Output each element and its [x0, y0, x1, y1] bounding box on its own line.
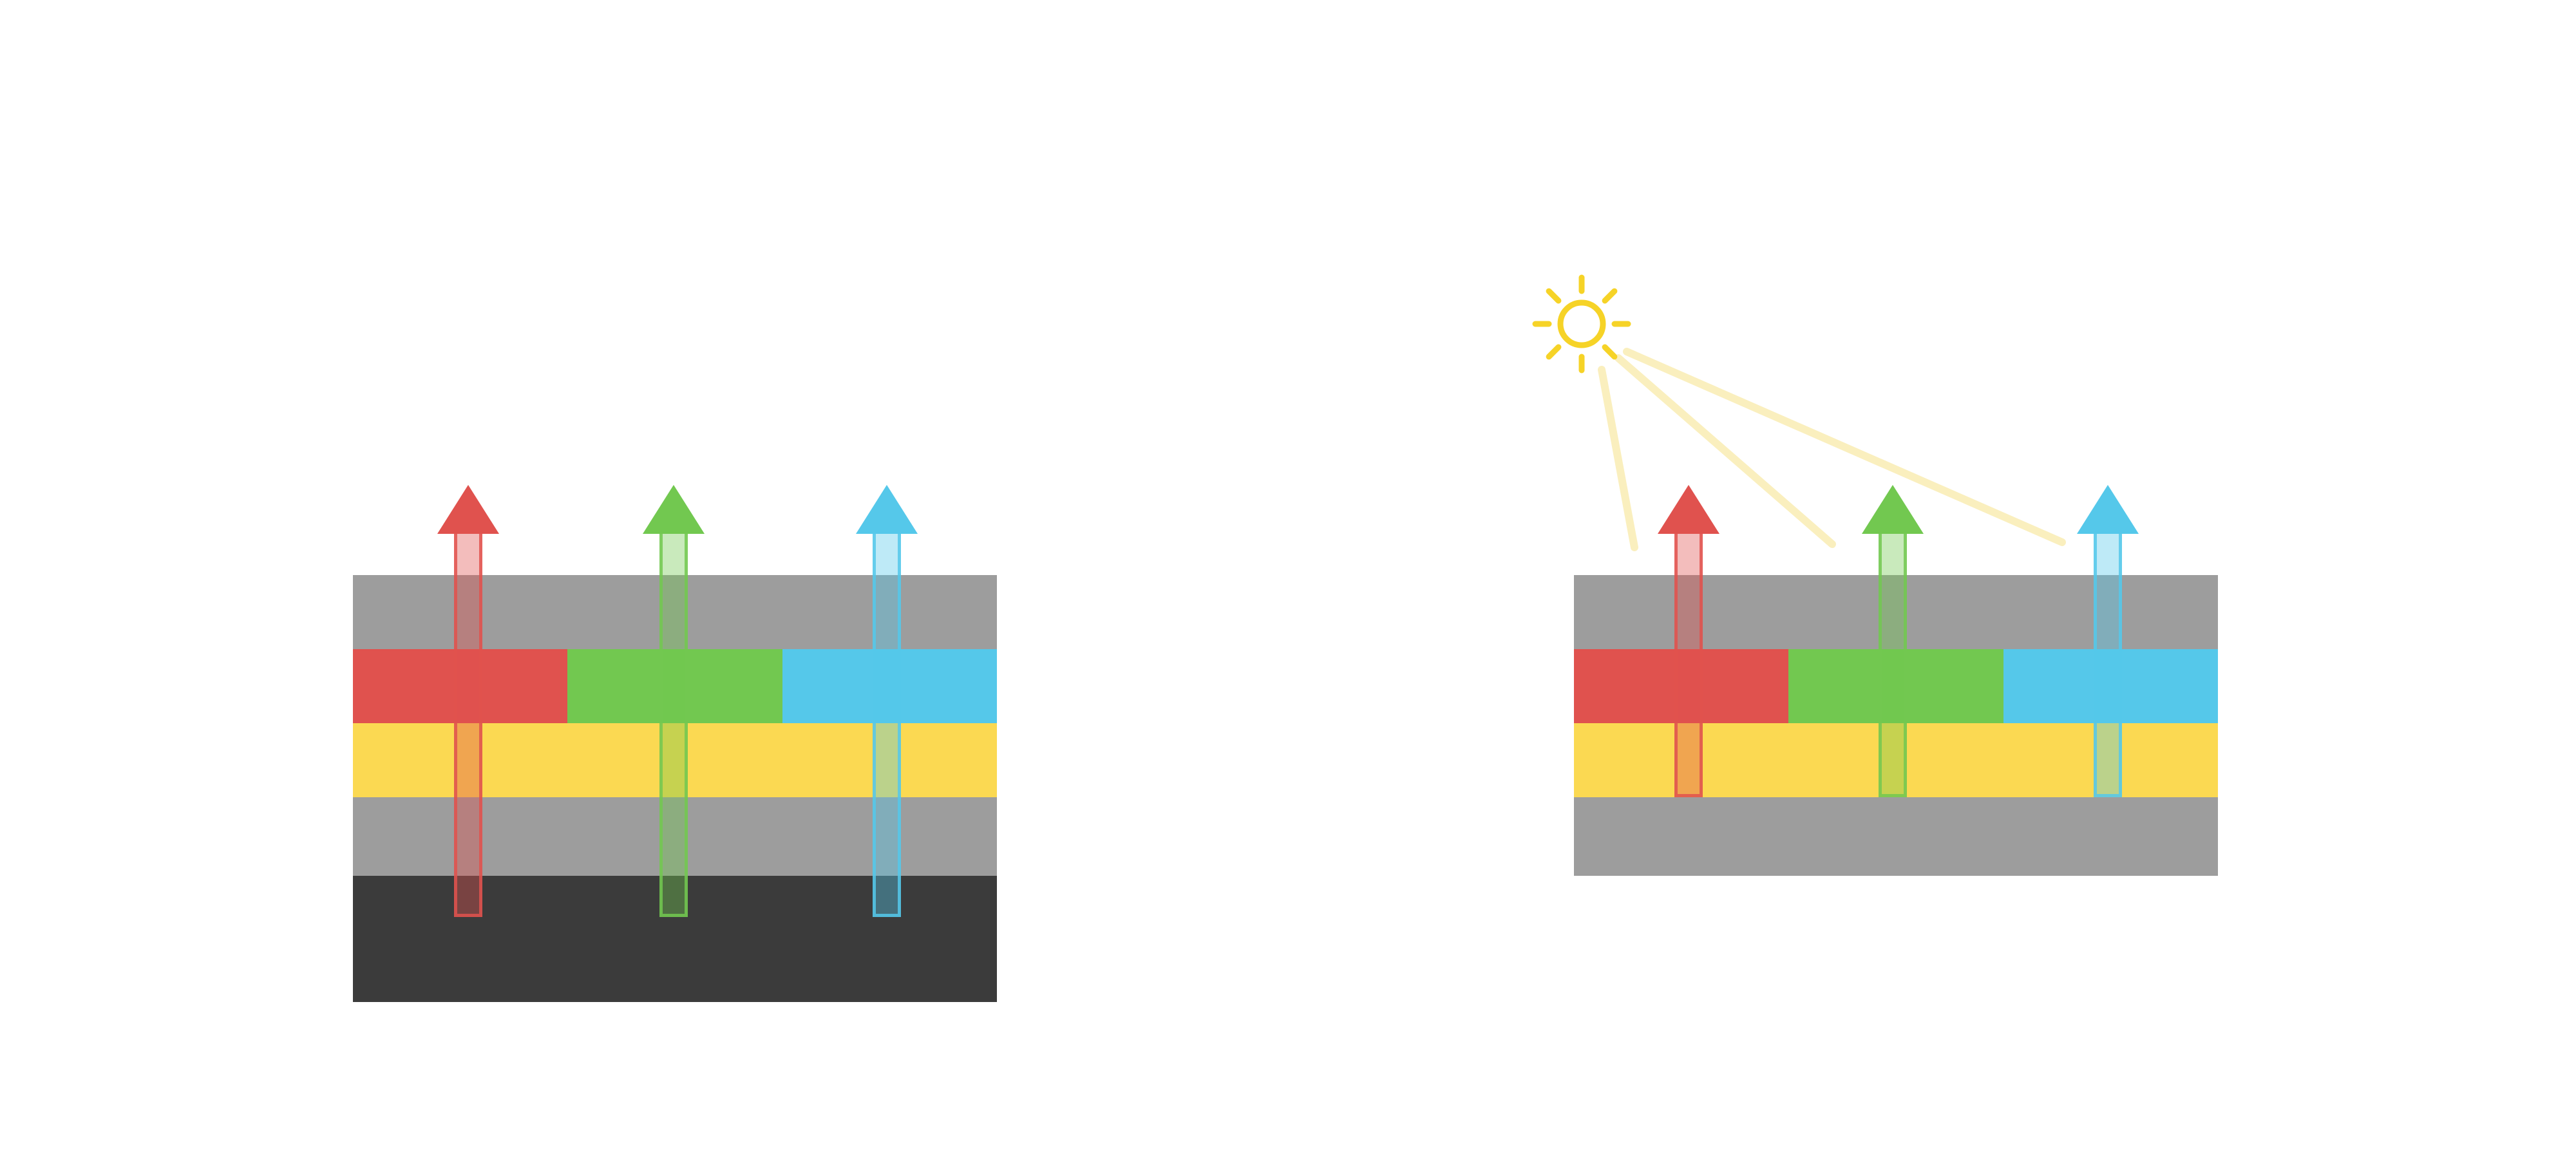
right-red-light-arrow-shaft [1674, 530, 1703, 797]
sun-disc [1557, 299, 1606, 348]
sun-icon [1532, 274, 1631, 374]
left-color-subpixel-layer-green-segment [567, 649, 782, 723]
left-green-light-arrow-head [643, 485, 705, 534]
right-green-light-arrow-shaft [1879, 530, 1907, 797]
right-substrate-layer [1574, 797, 2218, 876]
right-color-subpixel-layer-red-segment [1574, 649, 1788, 723]
left-red-light-arrow-head [437, 485, 499, 534]
left-light-layer [353, 723, 997, 797]
left-green-light-arrow-shaft [659, 530, 688, 917]
left-cyan-light-arrow-head [856, 485, 918, 534]
left-red-light-arrow-shaft [454, 530, 482, 917]
right-cyan-light-arrow-head [2077, 485, 2139, 534]
sun-ray [1602, 288, 1618, 304]
sun-ray [1546, 344, 1562, 360]
left-front-glass-layer [353, 575, 997, 649]
sunlight-beam [1598, 366, 1638, 551]
right-red-light-arrow-head [1658, 485, 1719, 534]
right-green-light-arrow-head [1862, 485, 1924, 534]
left-substrate-layer [353, 797, 997, 876]
right-cyan-light-arrow-shaft [2094, 530, 2122, 797]
right-color-subpixel-layer-green-segment [1788, 649, 2003, 723]
right-color-subpixel-layer-cyan-segment [2003, 649, 2218, 723]
sunlight-beam [1623, 348, 2066, 546]
left-backlight-layer [353, 876, 997, 1002]
right-reflector-layer [1574, 723, 2218, 797]
left-color-subpixel-layer-red-segment [353, 649, 567, 723]
sun-ray [1546, 288, 1562, 304]
left-color-subpixel-layer-cyan-segment [782, 649, 997, 723]
sunlight-beam [1615, 354, 1836, 548]
left-cyan-light-arrow-shaft [873, 530, 901, 917]
right-front-glass-layer [1574, 575, 2218, 649]
sun-ray [1602, 344, 1618, 360]
